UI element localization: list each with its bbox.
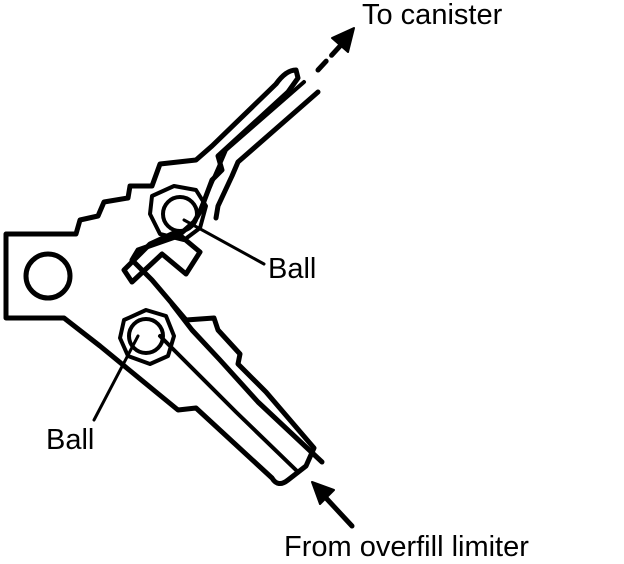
lower-ball [127,317,165,355]
leader-line-upper-ball [182,218,266,266]
overfill-passage-inner [158,334,300,474]
upper-ball-label: Ball [268,253,317,285]
flow-arrow-to-canister-shaft [315,41,345,73]
flow-arrow-to-canister-head [331,27,355,53]
to-canister-label: To canister [362,0,503,31]
from-overfill-limiter-label: From overfill limiter [284,531,529,563]
valve-center-web [121,229,203,285]
canister-passage-outer [213,89,321,221]
canister-passage-inner [198,80,306,212]
leader-line-lower-ball [92,334,140,422]
flow-arrow-from-overfill-head [311,481,335,505]
lower-ball-chamber [118,308,176,366]
flow-arrow-from-overfill-shaft [323,495,355,529]
mounting-hole [23,251,73,301]
lower-ball-label: Ball [46,424,95,456]
upper-ball [161,195,199,233]
overfill-passage-outer [169,301,325,465]
